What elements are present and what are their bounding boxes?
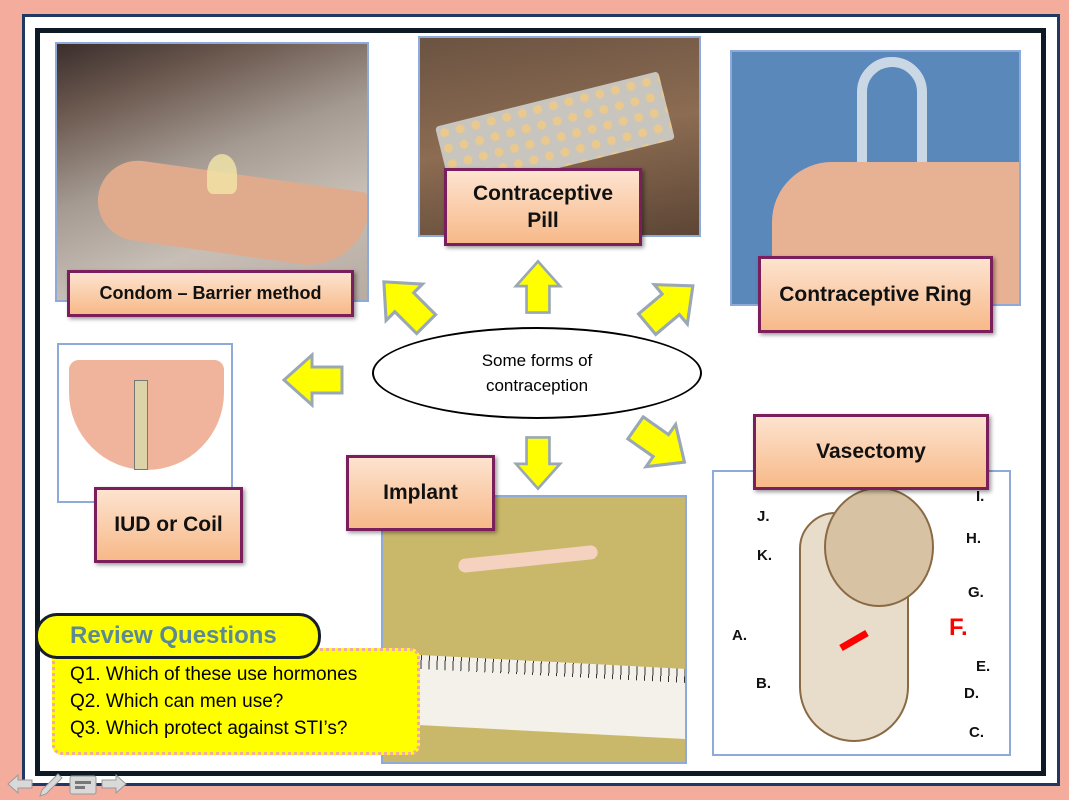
pill-label: Contraceptive Pill [444, 168, 642, 246]
condom-photo [55, 42, 369, 302]
label-a: A. [732, 627, 747, 644]
label-g: G. [968, 584, 984, 601]
pen-icon[interactable] [36, 770, 64, 798]
arrow-up-left-icon [370, 270, 440, 336]
vasectomy-diagram: I. J. H. K. G. F. A. E. B. D. C. [712, 470, 1011, 756]
arrow-down-right-icon [625, 415, 695, 475]
center-topic: Some forms of contraception [372, 327, 702, 419]
question-2: Q2. Which can men use? [70, 691, 284, 712]
review-questions: Q1. Which of these use hormones Q2. Whic… [52, 648, 420, 755]
condom-label: Condom – Barrier method [67, 270, 354, 317]
label-c: C. [969, 724, 984, 741]
iud-photo [57, 343, 233, 503]
back-arrow-icon[interactable] [6, 770, 34, 798]
label-b: B. [756, 675, 771, 692]
arrow-up-icon [514, 260, 562, 314]
arrow-left-icon [282, 353, 344, 407]
label-f: F. [949, 614, 968, 641]
review-title: Review Questions [35, 613, 321, 659]
label-h: H. [966, 530, 981, 547]
label-d: D. [964, 685, 979, 702]
forward-arrow-icon[interactable] [100, 770, 128, 798]
label-i: I. [976, 488, 985, 505]
label-e: E. [976, 658, 991, 675]
implant-photo [381, 495, 687, 764]
label-k: K. [757, 547, 772, 564]
vasectomy-label: Vasectomy [753, 414, 989, 490]
arrow-down-icon [514, 436, 562, 490]
menu-icon[interactable] [68, 770, 98, 798]
arrow-up-right-icon [635, 272, 705, 338]
implant-label: Implant [346, 455, 495, 531]
question-1: Q1. Which of these use hormones [70, 664, 358, 685]
center-line-2: contraception [485, 376, 589, 395]
iud-label: IUD or Coil [94, 487, 243, 563]
question-3: Q3. Which protect against STI’s? [70, 718, 348, 739]
center-line-1: Some forms of [481, 350, 593, 370]
label-j: J. [757, 508, 770, 525]
ring-label: Contraceptive Ring [758, 256, 993, 333]
